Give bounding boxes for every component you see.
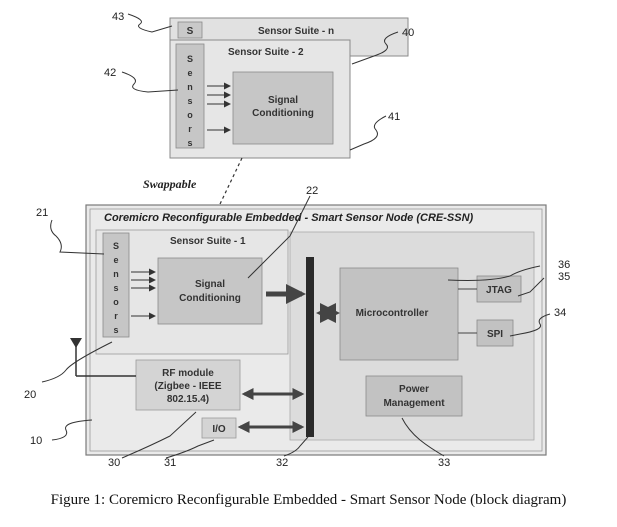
sensor-letter: n (113, 269, 119, 279)
sensor-letter: r (188, 124, 192, 134)
ref-36: 36 (558, 259, 570, 271)
ref-40: 40 (402, 27, 414, 39)
sensor-letter: s (113, 283, 118, 293)
leader-43 (127, 13, 173, 33)
sensor-letter: o (187, 110, 193, 120)
leader-36 (447, 265, 541, 281)
sensor-letter: o (113, 297, 119, 307)
sensor-letter: n (187, 82, 193, 92)
sensor-suite-2-signal-conditioning-line2: Conditioning (252, 108, 314, 119)
system-bus (306, 257, 314, 437)
sensor-letter: S (113, 241, 119, 251)
leader-30 (121, 411, 197, 459)
microcontroller-box (339, 267, 459, 361)
ref-20: 20 (24, 389, 36, 401)
sensor-suite-2-title: Sensor Suite - 2 (228, 47, 304, 58)
ref-31: 31 (164, 457, 176, 469)
sensor-suite-1-sensors-column (102, 232, 130, 338)
ref-34: 34 (554, 307, 566, 319)
sensor-suite-n-s-box (177, 21, 203, 39)
sensor-letter: s (187, 138, 192, 148)
ref-22: 22 (306, 185, 318, 197)
power-management-line2: Management (383, 398, 445, 409)
leader-31 (165, 439, 215, 459)
leader-lines (41, 13, 551, 459)
sensor-suite-1-signal-conditioning-box (157, 257, 263, 325)
sensor-suite-1-signal-conditioning-line2: Conditioning (179, 293, 241, 304)
rf-module-line2: (Zigbee - IEEE (154, 381, 222, 392)
io-box (201, 417, 237, 439)
sensor-letter: e (113, 255, 118, 265)
sensor-letter: S (187, 54, 193, 64)
cre-ssn-title: Coremicro Reconfigurable Embedded - Smar… (104, 212, 474, 224)
leader-41 (349, 115, 387, 151)
sensor-letter: s (187, 96, 192, 106)
sensor-suite-2-sensors-letters: S e n s o r s (187, 54, 193, 148)
power-management-line1: Power (399, 384, 429, 395)
leader-20 (41, 341, 113, 383)
leader-22 (247, 195, 311, 279)
sensor-letter: e (187, 68, 192, 78)
leader-40 (351, 31, 399, 65)
sensor-suite-2-sensors-column (175, 43, 205, 149)
jtag-label: JTAG (486, 285, 512, 296)
cre-ssn-inner-border (89, 208, 543, 452)
sensor-suite-2-signal-conditioning-box (232, 71, 334, 145)
ref-30: 30 (108, 457, 120, 469)
ref-21: 21 (36, 207, 48, 219)
sensor-letter: s (113, 325, 118, 335)
ref-10: 10 (30, 435, 42, 447)
leader-10 (51, 419, 93, 441)
ref-35: 35 (558, 271, 570, 283)
sensor-letter: r (114, 311, 118, 321)
figure-caption: Figure 1: Coremicro Reconfigurable Embed… (50, 492, 567, 508)
swappable-label: Swappable (143, 177, 197, 191)
ref-41: 41 (388, 111, 400, 123)
power-management-box (365, 375, 463, 417)
spi-label: SPI (487, 329, 503, 340)
microcontroller-label: Microcontroller (356, 308, 429, 319)
sensor-suite-2-signal-conditioning-line1: Signal (268, 95, 298, 106)
leader-34 (509, 313, 551, 337)
sensor-suite-n-s-label: S (187, 26, 194, 37)
ref-43: 43 (112, 11, 124, 23)
leader-33 (401, 417, 445, 457)
leader-21 (50, 219, 105, 255)
rf-module-box (135, 359, 241, 411)
leader-42 (121, 71, 179, 93)
spi-box (476, 319, 514, 347)
ref-42: 42 (104, 67, 116, 79)
sensor-suite-1-signal-conditioning-line1: Signal (195, 279, 225, 290)
io-label: I/O (212, 424, 226, 435)
sensor-suite-n-title: Sensor Suite - n (258, 26, 334, 37)
leader-35 (517, 277, 545, 297)
rf-module-line1: RF module (162, 368, 214, 379)
leader-32 (283, 436, 309, 457)
antenna-icon (70, 338, 136, 377)
ref-33: 33 (438, 457, 450, 469)
rf-module-line3: 802.15.4) (167, 394, 209, 405)
ref-32: 32 (276, 457, 288, 469)
sensor-suite-1-sensors-letters: S e n s o r s (113, 241, 119, 335)
sensor-suite-1-title: Sensor Suite - 1 (170, 236, 246, 247)
